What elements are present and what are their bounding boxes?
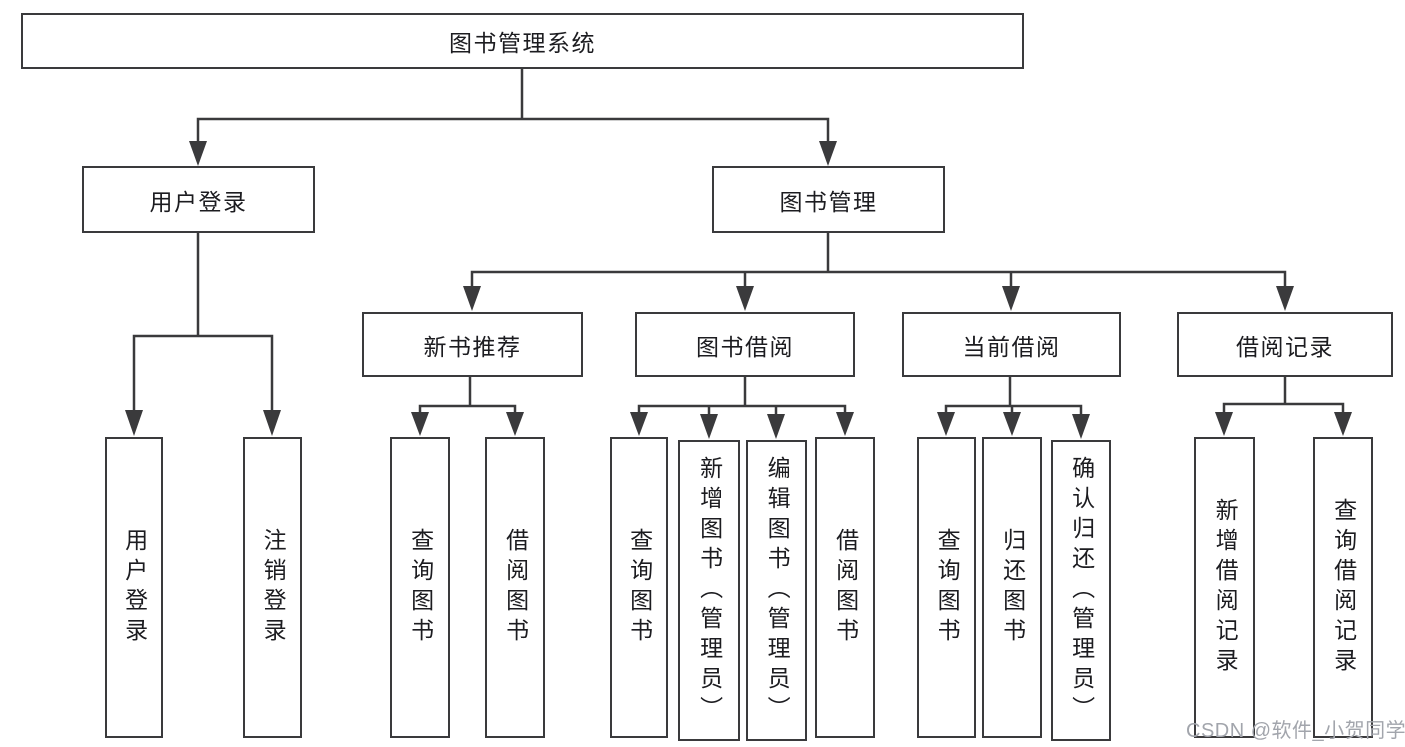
- leaf-label: 确认归还（管理员）: [1068, 455, 1095, 726]
- node-leaf-user-login: 用户登录: [105, 437, 163, 738]
- node-leaf-borrow-edit-books-admin: 编辑图书（管理员）: [746, 440, 807, 741]
- node-leaf-records-add-record: 新增借阅记录: [1194, 437, 1255, 738]
- node-book-management-label: 图书管理: [779, 188, 878, 215]
- node-leaf-recommend-query-books: 查询图书: [390, 437, 450, 738]
- node-current-borrow-label: 当前借阅: [962, 333, 1061, 360]
- node-leaf-borrow-query-books: 查询图书: [610, 437, 668, 738]
- node-leaf-current-confirm-return-admin: 确认归还（管理员）: [1051, 440, 1111, 741]
- leaf-label: 借阅图书: [502, 527, 529, 648]
- leaf-label: 查询图书: [407, 527, 434, 648]
- node-root-label: 图书管理系统: [449, 30, 596, 56]
- leaf-label: 注销登录: [260, 527, 287, 648]
- node-book-management: 图书管理: [712, 166, 945, 233]
- node-borrow-records: 借阅记录: [1177, 312, 1393, 377]
- node-root-library-system: 图书管理系统: [21, 13, 1024, 69]
- node-leaf-current-query-books: 查询图书: [917, 437, 976, 738]
- leaf-label: 编辑图书（管理员）: [764, 455, 791, 726]
- node-leaf-recommend-borrow-books: 借阅图书: [485, 437, 545, 738]
- node-leaf-current-return-books: 归还图书: [982, 437, 1042, 738]
- leaf-label: 新增借阅记录: [1212, 497, 1239, 678]
- node-new-book-recommend: 新书推荐: [362, 312, 583, 377]
- node-new-book-recommend-label: 新书推荐: [423, 333, 522, 360]
- node-user-login: 用户登录: [82, 166, 315, 233]
- node-borrow-records-label: 借阅记录: [1236, 333, 1334, 360]
- node-leaf-records-query-record: 查询借阅记录: [1313, 437, 1373, 738]
- node-user-login-label: 用户登录: [149, 188, 248, 215]
- leaf-label: 借阅图书: [832, 527, 859, 648]
- node-leaf-borrow-add-books-admin: 新增图书（管理员）: [678, 440, 740, 741]
- leaf-label: 查询图书: [626, 527, 653, 648]
- node-current-borrow: 当前借阅: [902, 312, 1121, 377]
- node-book-borrow: 图书借阅: [635, 312, 855, 377]
- node-leaf-borrow-borrow-books: 借阅图书: [815, 437, 875, 738]
- csdn-watermark: CSDN @软件_小贺同学: [1186, 720, 1405, 742]
- leaf-label: 查询借阅记录: [1330, 497, 1357, 678]
- leaf-label: 归还图书: [999, 527, 1026, 648]
- node-book-borrow-label: 图书借阅: [696, 333, 794, 360]
- leaf-label: 新增图书（管理员）: [696, 455, 723, 726]
- leaf-label: 查询图书: [934, 527, 961, 648]
- leaf-label: 用户登录: [121, 527, 148, 648]
- node-leaf-logout: 注销登录: [243, 437, 302, 738]
